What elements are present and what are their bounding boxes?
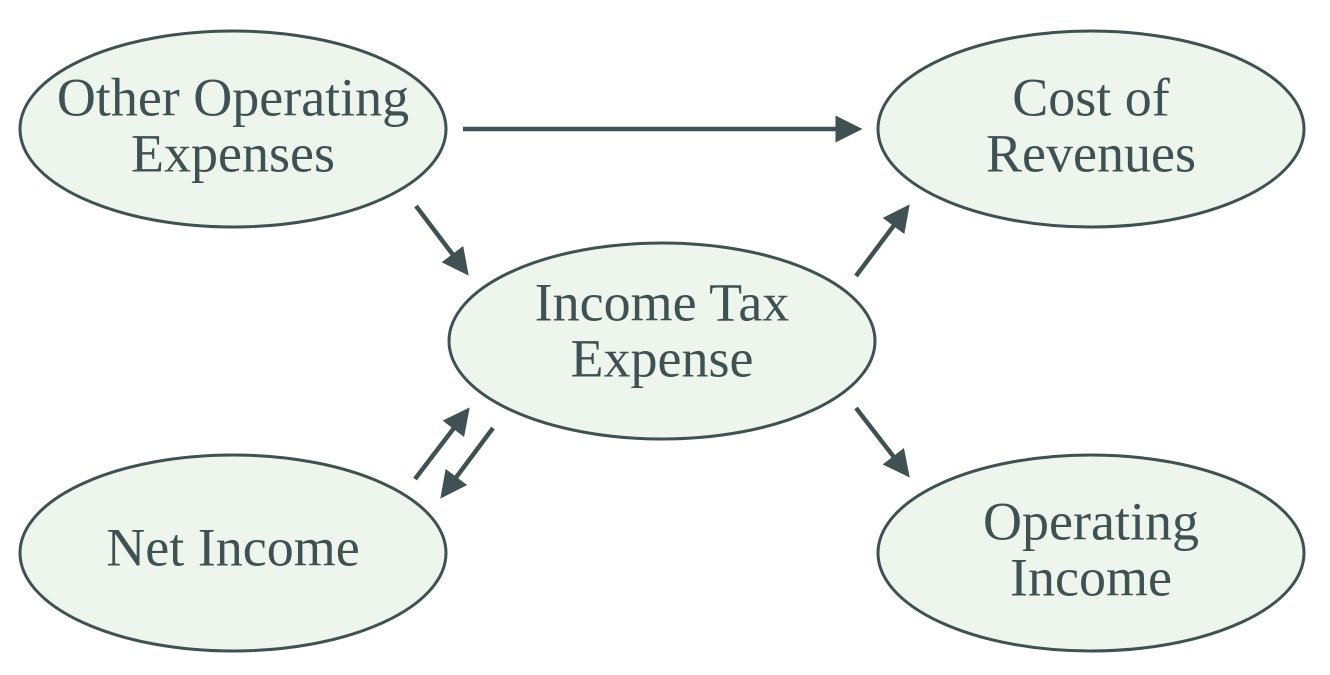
node-label-line: Income Tax bbox=[535, 272, 790, 332]
node-label-line: Income bbox=[1010, 547, 1172, 607]
node-label-line: Revenues bbox=[986, 123, 1196, 183]
node-label-line: Net Income bbox=[106, 517, 359, 577]
edge-income-tax-expense-to-net-income bbox=[440, 426, 495, 499]
node-shape bbox=[18, 29, 448, 229]
edge-net-income-to-income-tax-expense bbox=[413, 407, 470, 481]
node-label-line: Other Operating bbox=[57, 67, 409, 127]
node-label-line: Expenses bbox=[131, 123, 335, 183]
node-label-line: Expense bbox=[571, 328, 754, 388]
node-shape bbox=[18, 453, 448, 653]
node-label-line: Operating bbox=[983, 491, 1199, 551]
edge-other-operating-expenses-to-income-tax-expense bbox=[414, 204, 469, 276]
node-other-operating-expenses: Other Operating Expenses bbox=[18, 29, 448, 229]
edges-layer bbox=[413, 115, 910, 499]
node-net-income: Net Income bbox=[18, 453, 448, 653]
node-operating-income: Operating Income bbox=[876, 453, 1306, 653]
node-label-line: Cost of bbox=[1012, 67, 1170, 127]
edge-income-tax-expense-to-cost-of-revenues bbox=[854, 204, 910, 278]
node-shape bbox=[876, 453, 1306, 653]
node-cost-of-revenues: Cost of Revenues bbox=[876, 29, 1306, 229]
edge-income-tax-expense-to-operating-income bbox=[854, 406, 910, 478]
node-income-tax-expense: Income Tax Expense bbox=[447, 241, 877, 441]
node-shape bbox=[447, 241, 877, 441]
node-shape bbox=[876, 29, 1306, 229]
